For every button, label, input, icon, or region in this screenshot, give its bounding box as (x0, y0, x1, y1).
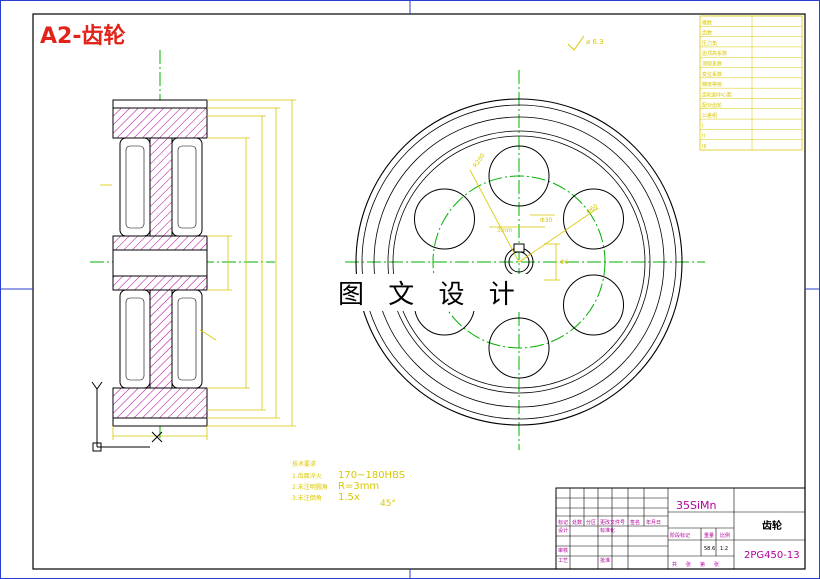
tech-req-3-value: 1.5x (338, 492, 360, 503)
tech-req-1-label: 1.齿面淬火 (292, 472, 322, 480)
tech-req-3-label: 3.未注倒角 (292, 494, 322, 502)
title-block-label: 标记 (558, 519, 568, 526)
title-block: 标记处数分区更改文件号签名年月日设计 标准化审核工艺 批准 阶段标记 重量比例共 张 第 张 (555, 487, 806, 570)
svg-text:⌀ 6.3: ⌀ 6.3 (586, 38, 604, 46)
ucs-icon (91, 381, 163, 452)
title-block-label: 批准 (600, 557, 610, 564)
svg-text:3mm: 3mm (497, 227, 513, 234)
param-row-label: III (702, 144, 706, 150)
param-row-label: 齿轮副中心距 (702, 91, 732, 98)
tech-req-1-value: 170~180HBS (338, 470, 405, 481)
param-row-label: 压力角 (702, 40, 717, 47)
drawing-number: 2PG450-13 (744, 550, 800, 561)
title-block-label: 张 (686, 561, 691, 568)
tech-req-3-suffix: 45° (380, 499, 396, 509)
roughness-symbol: ⌀ 6.3 (567, 35, 604, 51)
gear-parameter-table: 模数齿数压力角齿顶高系数顶隙系数变位系数精度等级齿轮副中心距配对齿轮公差组III… (699, 15, 803, 151)
title-block-label: 重量 (704, 532, 714, 539)
param-row-label: 模数 (702, 19, 712, 26)
title-block-label: 审核 (558, 547, 568, 554)
watermark-text: 图 文 设 计 (334, 274, 527, 311)
title-block-label: 年月日 (646, 519, 661, 526)
param-row-label: 齿数 (702, 30, 712, 37)
front-view: R200 Φ60 Φ30 3mm Φ6 (345, 70, 705, 450)
title-block-label: 设计 (558, 527, 568, 534)
svg-text:Φ6: Φ6 (560, 259, 569, 266)
sheet-title: A2-齿轮 (40, 24, 126, 49)
title-block-label: 分区 (586, 519, 596, 526)
title-block-label: 工艺 (558, 558, 568, 564)
title-block-label: 第 (700, 561, 705, 568)
title-block-label: 阶段标记 (670, 532, 690, 539)
title-block-label: 处数 (572, 519, 582, 526)
param-row-label: 公差组 (702, 112, 717, 119)
title-block-label: 张 (714, 561, 719, 568)
tech-req-2-label: 2.未注明圆角 (292, 483, 328, 491)
tech-req-2-value: R=3mm (338, 481, 379, 492)
param-row-label: I (702, 123, 703, 129)
svg-text:Φ30: Φ30 (540, 217, 553, 224)
title-block-label: 比例 (720, 532, 730, 539)
title-block-label: 签名 (630, 519, 640, 526)
part-name: 齿轮 (762, 519, 782, 532)
title-block-label: 共 (672, 561, 677, 568)
title-block-label: 标准化 (600, 527, 615, 534)
param-row-label: 配对齿轮 (702, 102, 722, 109)
param-row-label: 齿顶高系数 (702, 50, 727, 57)
param-row-label: 精度等级 (702, 81, 722, 88)
scale-value: 1:2 (720, 546, 728, 552)
param-row-label: II (702, 134, 705, 140)
material-label: 35SiMn (676, 499, 717, 512)
title-block-label: 更改文件号 (600, 519, 625, 526)
param-row-label: 变位系数 (702, 71, 722, 78)
weight-value: 58.6 (704, 546, 715, 552)
section-view (90, 50, 296, 452)
param-row-label: 顶隙系数 (702, 61, 722, 68)
tech-req-heading: 技术要求 (292, 460, 316, 468)
